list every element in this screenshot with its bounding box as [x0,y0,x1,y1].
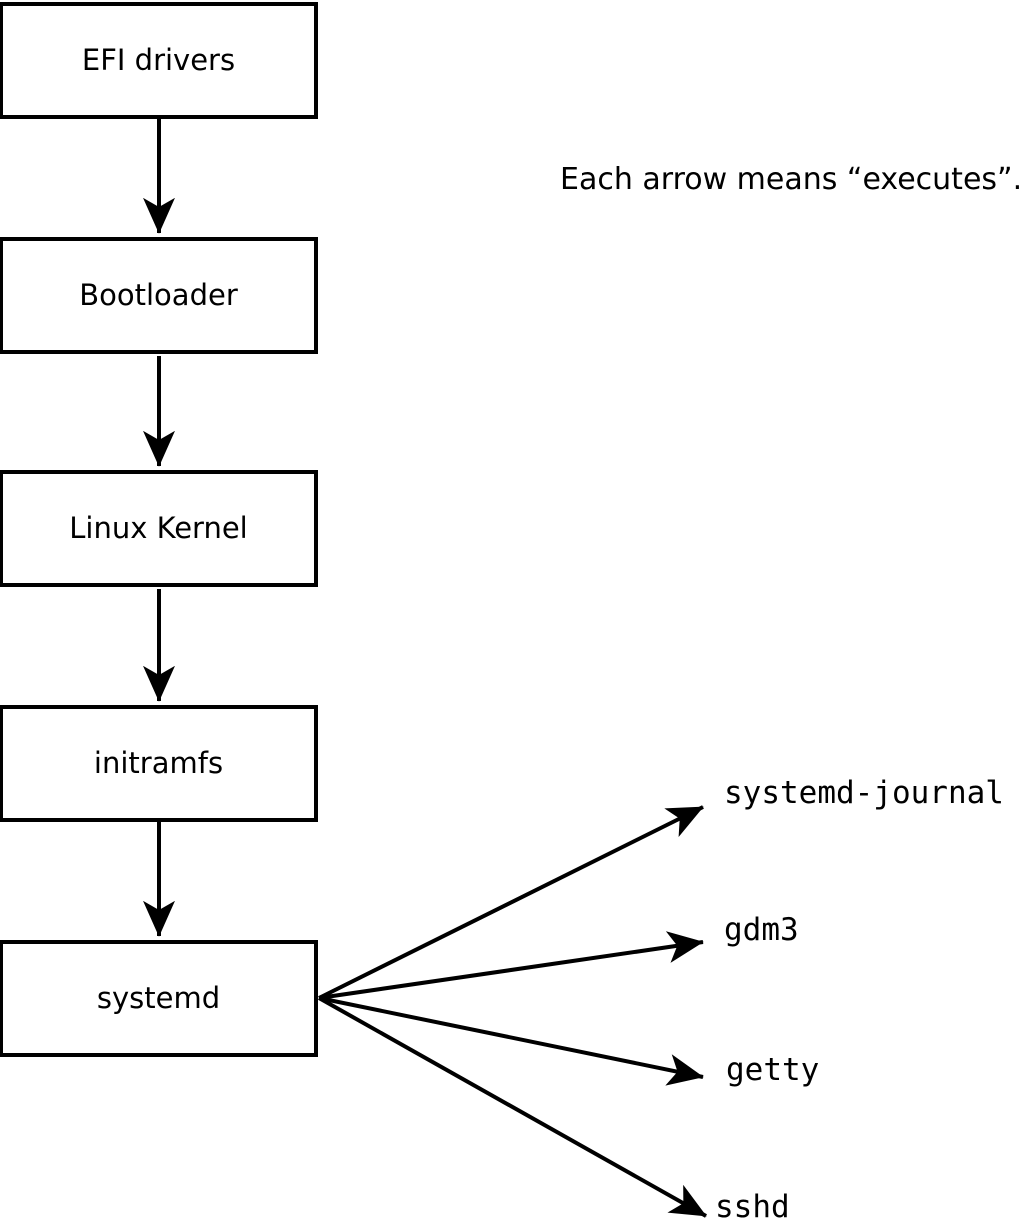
fanout-label-systemd-journal: systemd-journal [724,775,1004,811]
flow-node-label: systemd [96,981,221,1015]
fanout-label-sshd: sshd [715,1189,790,1225]
flow-node-efi-drivers: EFI drivers [0,2,318,119]
arrow-systemd-to-gdm3 [318,931,704,1000]
flow-node-initramfs: initramfs [0,705,318,822]
arrow-meaning-note: Each arrow means “executes”. [560,162,1023,197]
flow-node-bootloader: Bootloader [0,237,318,354]
flow-node-label: Bootloader [79,278,238,312]
flow-node-label: initramfs [93,746,224,780]
flow-node-label: Linux Kernel [69,511,248,545]
flow-node-systemd: systemd [0,940,318,1057]
fanout-label-gdm3: gdm3 [724,912,799,948]
fanout-label-getty: getty [726,1052,820,1088]
arrow-systemd-to-sshd [318,996,707,1218]
arrow-systemd-to-journal [318,805,704,1000]
flow-node-label: EFI drivers [81,43,236,77]
flow-node-linux-kernel: Linux Kernel [0,470,318,587]
arrow-systemd-to-getty [318,996,704,1086]
